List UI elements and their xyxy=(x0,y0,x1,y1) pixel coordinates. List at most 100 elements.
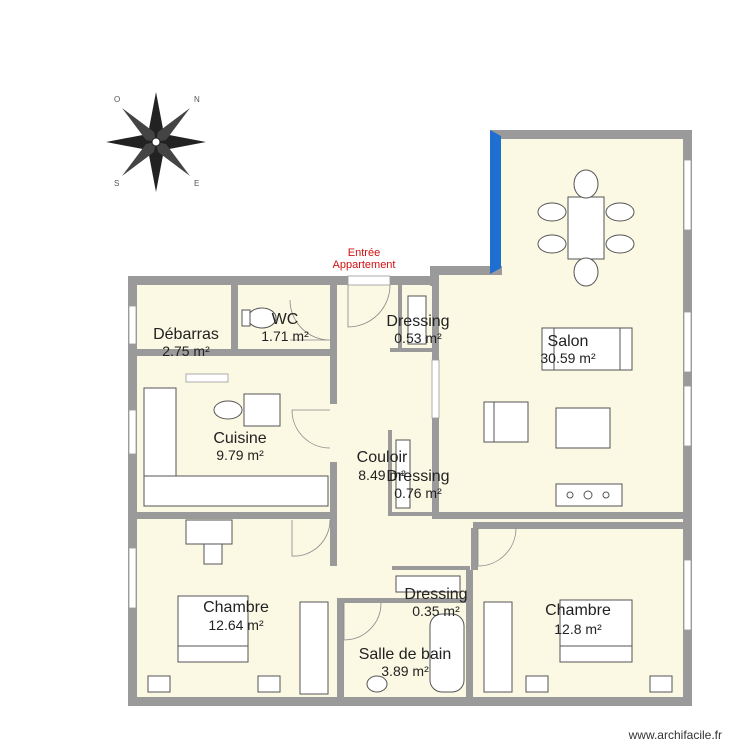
chambre1-door-swing[interactable] xyxy=(291,519,331,557)
cuisine-door-swing[interactable] xyxy=(291,409,331,449)
entry-door-swing[interactable] xyxy=(347,284,391,328)
dressing1-rack xyxy=(407,295,427,345)
room-area-chambre2: 12.8 m² xyxy=(554,621,602,637)
room-area-debarras: 2.75 m² xyxy=(162,343,210,359)
kitchen-counter-side xyxy=(143,387,177,477)
nightstand xyxy=(257,675,281,693)
chair xyxy=(573,257,599,287)
wall-top-mid xyxy=(430,266,502,275)
compass-label-o: O xyxy=(114,95,120,104)
wall-top-left-b xyxy=(390,276,438,285)
window-cuisine-top xyxy=(185,373,229,383)
toilet-tank xyxy=(241,309,251,327)
window-chambre2 xyxy=(683,559,692,631)
wall-top-salon xyxy=(490,130,692,139)
windows xyxy=(128,159,692,631)
room-area-dressing1: 0.53 m² xyxy=(394,330,442,346)
compass-needle xyxy=(148,142,164,192)
sofa-arm xyxy=(541,327,555,371)
wall-cuisine-couloir-a xyxy=(330,352,337,404)
watermark: www.archifacile.fr xyxy=(628,728,722,742)
kitchen-table xyxy=(243,393,281,427)
wall-left xyxy=(128,276,137,706)
compass-needle xyxy=(148,92,164,142)
tv-unit-knob xyxy=(583,490,593,500)
room-area-dressing3: 0.35 m² xyxy=(412,603,460,619)
room-area-dressing2: 0.76 m² xyxy=(394,485,442,501)
sdb-door-swing[interactable] xyxy=(343,602,382,641)
room-name-dressing3: Dressing xyxy=(404,586,467,603)
window-chambre1 xyxy=(128,547,137,609)
compass-needle xyxy=(156,134,206,150)
window-couloir xyxy=(431,359,440,419)
compass-needle xyxy=(122,108,156,142)
nightstand xyxy=(525,675,549,693)
room-area-wc: 1.71 m² xyxy=(261,328,309,344)
wall-sdb-top xyxy=(337,598,473,603)
compass-needle xyxy=(156,142,190,176)
chair xyxy=(537,234,567,254)
wall-dressing2-bottom xyxy=(388,512,436,516)
compass-center xyxy=(151,137,161,147)
room-name-couloir: Couloir xyxy=(357,449,408,466)
chambre2-door-swing[interactable] xyxy=(477,527,517,567)
compass-label-e: E xyxy=(194,179,199,188)
dining-table xyxy=(567,196,605,260)
wall-top-chambre2 xyxy=(473,522,686,529)
wardrobe-2 xyxy=(483,601,513,693)
accent-wall xyxy=(490,130,501,274)
room-name-salon: Salon xyxy=(548,333,589,350)
kitchen-chair xyxy=(213,400,243,420)
wall-under-salon xyxy=(432,512,686,519)
wall-under-debarras xyxy=(134,349,330,356)
room-area-cuisine: 9.79 m² xyxy=(216,447,264,463)
bathroom-toilet xyxy=(366,675,388,693)
tv-unit-knob xyxy=(602,491,610,499)
coffee-table xyxy=(555,407,611,449)
bathtub xyxy=(429,613,465,693)
sofa-arm xyxy=(619,327,633,371)
room-name-chambre1: Chambre xyxy=(203,599,269,616)
wall-dressing2-left xyxy=(388,430,392,516)
wall-dressing3-top xyxy=(392,566,470,570)
room-name-dressing1: Dressing xyxy=(386,313,449,330)
room-labels: Débarras 2.75 m² WC 1.71 m² Dressing 0.5… xyxy=(153,311,611,679)
window-debarras xyxy=(128,305,137,345)
wall-wc-couloir xyxy=(330,282,337,352)
compass-needle xyxy=(156,108,190,142)
chair xyxy=(605,234,635,254)
chair xyxy=(605,202,635,222)
armchair-back xyxy=(483,401,495,443)
entry-door-gap[interactable] xyxy=(347,275,391,286)
chair xyxy=(573,169,599,199)
compass-needle xyxy=(106,134,156,150)
window-cuisine xyxy=(128,409,137,455)
room-name-chambre2: Chambre xyxy=(545,602,611,619)
compass-label-n: N xyxy=(194,95,200,104)
desk xyxy=(185,519,233,545)
dressing2-rack xyxy=(395,439,411,509)
wall-sdb-right xyxy=(466,570,473,700)
room-name-debarras: Débarras xyxy=(153,326,219,343)
bed-2-pillows xyxy=(559,645,633,663)
wall-debarras-wc xyxy=(231,282,238,352)
room-name-cuisine: Cuisine xyxy=(213,430,266,447)
tv-unit-knob xyxy=(566,491,574,499)
wall-cuisine-couloir-b xyxy=(330,462,337,566)
nightstand xyxy=(649,675,673,693)
doors xyxy=(289,275,517,641)
wc-door-swing[interactable] xyxy=(289,299,331,341)
wall-dressing1-left xyxy=(398,282,402,348)
wall-bottom xyxy=(128,697,692,706)
entry-label-line2: Appartement xyxy=(333,259,396,271)
wall-dressing1-bottom xyxy=(390,348,438,352)
chair xyxy=(537,202,567,222)
room-name-wc: WC xyxy=(272,311,299,328)
compass-label-s: S xyxy=(114,179,119,188)
dressing3-rack xyxy=(395,575,461,593)
room-area-couloir: 8.49 m² xyxy=(358,467,406,483)
sofa xyxy=(541,327,633,371)
room-area-salon: 30.59 m² xyxy=(540,350,596,366)
wall-sdb-left xyxy=(337,600,344,700)
